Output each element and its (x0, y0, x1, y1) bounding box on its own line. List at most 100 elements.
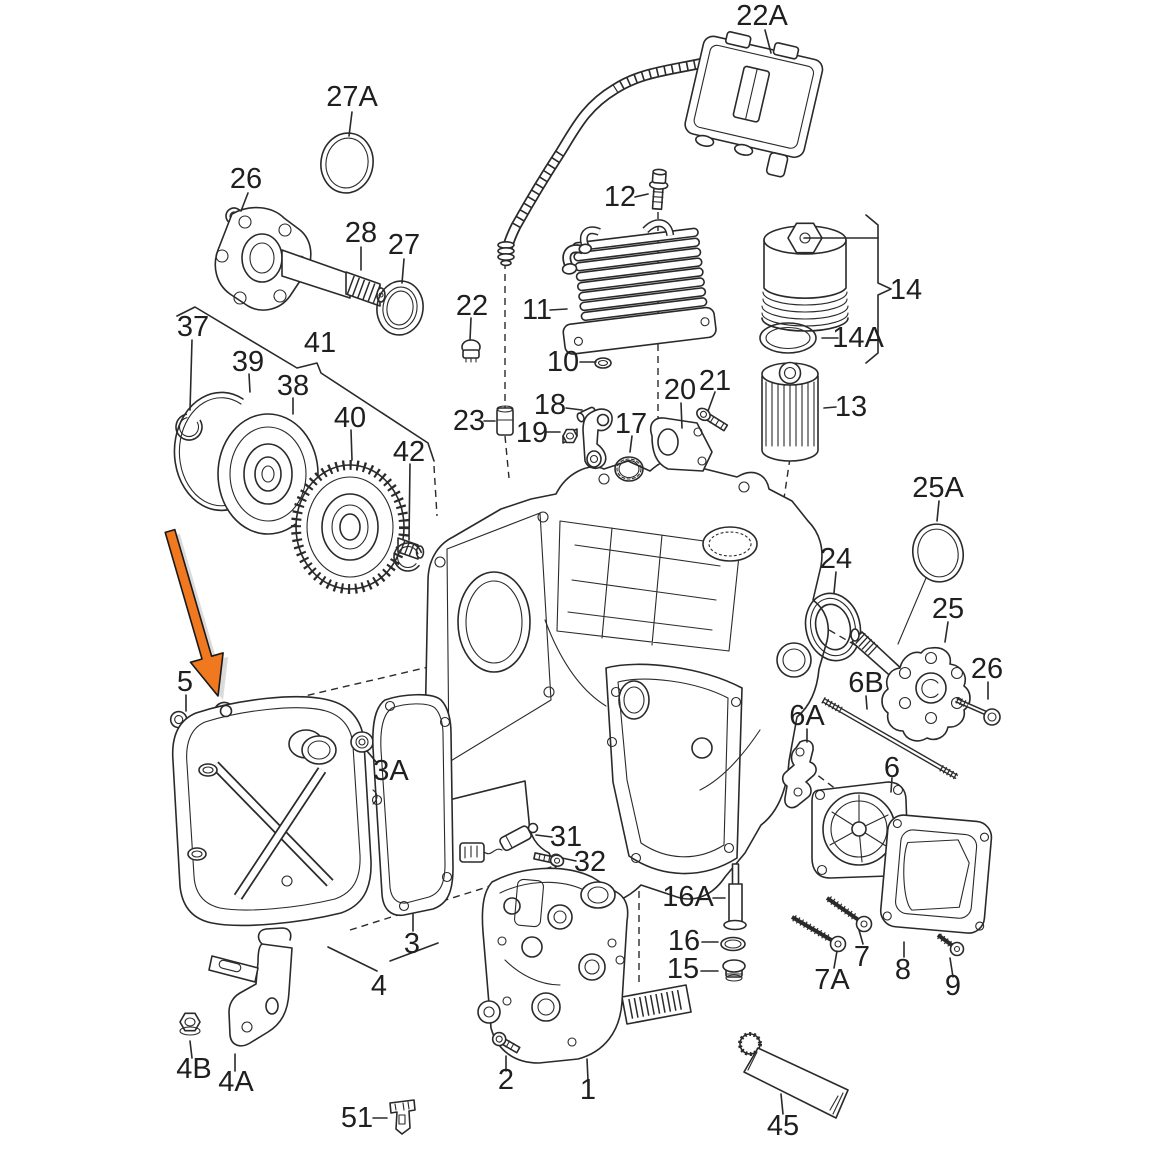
leader-25A (936, 500, 940, 522)
part-label-11: 11 (522, 294, 552, 326)
bolt-21 (696, 407, 729, 432)
oil-pump-6 (811, 781, 909, 879)
part-label-3A: 3A (373, 755, 409, 787)
leader-27 (401, 258, 405, 284)
part-label-12: 12 (604, 181, 636, 213)
bolt-12 (648, 168, 669, 211)
bolt-2 (491, 1031, 521, 1054)
leader-26-left (240, 192, 249, 212)
part-label-14A: 14A (832, 322, 884, 354)
leader-24 (833, 571, 837, 594)
leader-7 (858, 929, 864, 945)
diagram-artwork (169, 31, 1001, 1135)
bracket-group-4-left (327, 946, 378, 972)
highlight-arrow (164, 528, 224, 697)
bracket-20 (649, 417, 713, 472)
part-label-7: 7 (854, 941, 870, 973)
speed-sensor-31 (459, 822, 539, 863)
bracket-group-4-right (389, 942, 439, 962)
part-label-32: 32 (574, 846, 606, 878)
leader-40 (350, 429, 353, 461)
part-label-7A: 7A (814, 964, 850, 996)
plug-15 (722, 959, 746, 982)
part-label-4B: 4B (176, 1053, 211, 1085)
part-label-31: 31 (550, 821, 582, 853)
leader-45 (780, 1093, 784, 1115)
part-label-6: 6 (884, 752, 900, 784)
snap-ring-37 (175, 413, 203, 441)
seal-ring-25A (912, 523, 964, 583)
part-label-10: 10 (547, 346, 579, 378)
part-label-26-right: 26 (971, 653, 1003, 685)
part-label-23: 23 (453, 405, 485, 437)
leader-25 (944, 621, 949, 643)
part-label-25: 25 (932, 593, 964, 625)
part-label-21: 21 (699, 365, 731, 397)
seal-27 (376, 280, 424, 336)
leader-6 (890, 777, 893, 793)
part-label-14: 14 (890, 274, 922, 306)
leader-18 (565, 407, 583, 411)
part-label-8: 8 (895, 954, 911, 986)
shaft-6B (821, 696, 959, 781)
part-label-40: 40 (334, 402, 366, 434)
clutch-drum-38 (217, 413, 319, 535)
bolt-32 (533, 852, 565, 868)
seal-24 (804, 592, 862, 662)
part-label-39: 39 (232, 346, 264, 378)
part-label-5: 5 (177, 666, 193, 698)
leader-4B (189, 1040, 193, 1059)
part-label-27A: 27A (326, 81, 378, 113)
part-label-4A: 4A (218, 1066, 254, 1098)
part-label-20: 20 (664, 374, 696, 406)
o-ring-16 (720, 936, 746, 952)
mechatronic-control-unit (684, 31, 824, 178)
part-label-27: 27 (388, 229, 420, 261)
dashed-axis-41-end (433, 465, 438, 517)
gasket-3 (371, 693, 454, 917)
part-label-25A: 25A (912, 472, 964, 504)
part-label-6B: 6B (848, 667, 883, 699)
leader-22A (764, 29, 772, 54)
leader-42 (408, 463, 411, 541)
part-label-38: 38 (277, 370, 309, 402)
leader-37 (189, 339, 193, 411)
clip-51 (389, 1099, 416, 1135)
oil-hose (497, 57, 705, 267)
bolt-26-right (954, 696, 1001, 726)
part-label-1: 1 (580, 1074, 596, 1106)
part-label-24: 24 (820, 543, 852, 575)
leader-13 (823, 406, 837, 409)
output-flange-25 (850, 628, 971, 742)
bolt-7 (825, 896, 873, 933)
part-label-15: 15 (667, 953, 699, 985)
leader-31 (535, 834, 553, 838)
bracket-group-14 (865, 214, 892, 364)
part-label-16A: 16A (662, 881, 714, 913)
valve-body (477, 867, 692, 1064)
nut-4B (179, 1012, 201, 1036)
bushing-23 (496, 405, 514, 436)
output-flange-28 (214, 206, 386, 311)
part-label-18: 18 (534, 389, 566, 421)
seal-10 (594, 357, 612, 369)
part-label-19: 19 (516, 417, 548, 449)
leader-6B (865, 695, 868, 710)
pump-cover-8 (879, 814, 993, 934)
oil-filter-housing-cap (761, 222, 849, 332)
part-label-45: 45 (767, 1110, 799, 1142)
dashed-axis-hose2 (504, 435, 510, 479)
bracket-group-41 (176, 306, 435, 462)
part-label-26-left: 26 (230, 163, 262, 195)
part-label-41: 41 (304, 327, 336, 359)
leader-25A-to-flange (897, 577, 927, 645)
oil-cooler (561, 219, 717, 355)
part-label-17: 17 (615, 408, 647, 440)
end-cover (171, 695, 372, 927)
leader-12 (634, 193, 649, 198)
oil-filter-element-13 (761, 361, 819, 462)
gasket-6A (781, 739, 817, 809)
